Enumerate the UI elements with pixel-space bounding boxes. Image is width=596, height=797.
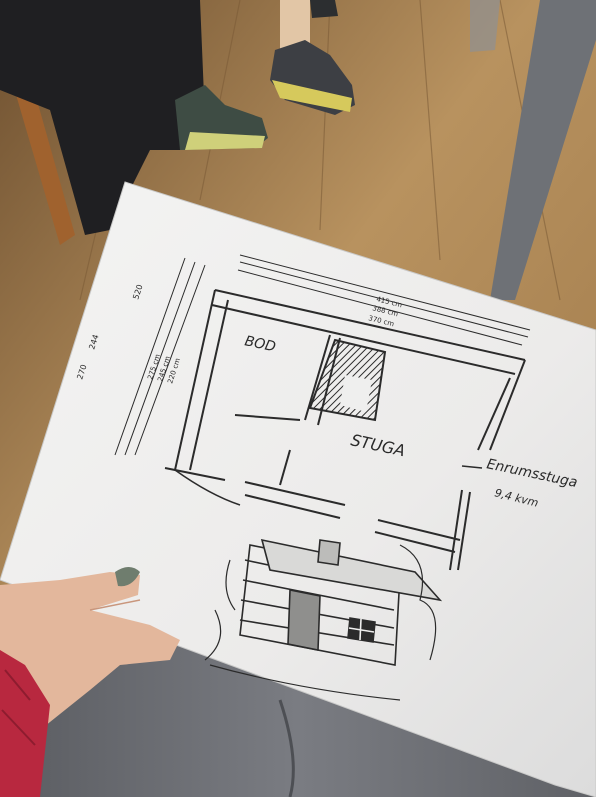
plan-left-wall [174,289,216,471]
cabin-chimney [317,539,341,566]
margin-number-3: 270 [75,363,88,380]
annotation-arrow [461,465,483,469]
sneaker-right [270,0,355,115]
thumbnail [115,567,140,587]
red-sleeve [0,650,50,797]
table-leg-shadow [470,0,500,52]
cabin-roof [260,538,443,602]
room-label-bod: BOD [243,333,277,355]
dark-trousers [0,0,205,235]
plan-top-wall-inner [211,304,516,375]
plan-right-wall [489,359,526,451]
plan-partition [304,334,331,421]
table-leg [490,0,596,300]
lap-crease [278,699,295,797]
plan-right-wall-inner [477,377,511,451]
margin-number-1: 520 [131,283,144,300]
cabin-door [287,589,321,651]
sneaker-left [175,85,268,150]
cabin-trees [399,544,437,661]
dimension-lines [237,254,531,346]
plan-left-wall-inner [189,299,229,471]
paper-sheet [0,181,596,797]
plan-top-wall [214,289,526,361]
cabin-sketch [204,538,443,701]
fireplace-opening [340,375,372,412]
margin-number-2: 244 [87,333,100,350]
